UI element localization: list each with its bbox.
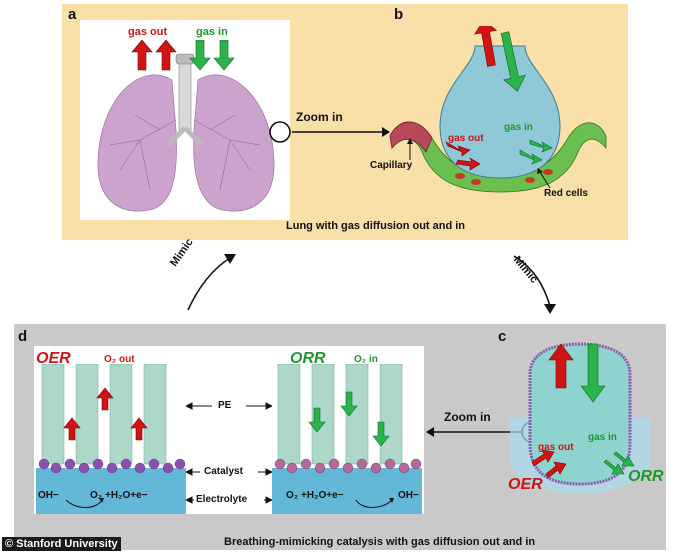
left-eq-products: O₂ +H₂O+e−	[90, 490, 148, 501]
zoom-arrow-a-b	[269, 121, 390, 143]
panel-b-pointer-lines	[407, 138, 551, 189]
oer-electrode	[36, 364, 186, 514]
panel-c-letter: c	[498, 328, 507, 345]
pe-label: PE	[218, 400, 232, 411]
panel-d-letter: d	[18, 328, 28, 345]
orr-electrode	[272, 364, 422, 514]
panel-a-arrows	[131, 40, 235, 71]
right-eq-oh: OH−	[398, 490, 419, 501]
capillary-label: Capillary	[370, 160, 413, 171]
left-eq-oh: OH−	[38, 490, 59, 501]
panel-c-gas-in: gas in	[588, 432, 617, 443]
layer-label-arrows	[186, 402, 272, 504]
panel-c-zoom-label: Zoom in	[444, 410, 491, 424]
electrolyte-label: Electrolyte	[196, 494, 248, 505]
mimic-arrow-left	[187, 254, 236, 311]
alveolus-illustration	[389, 26, 607, 193]
lung-illustration	[97, 53, 275, 212]
panel-d-o2-out: O₂ out	[104, 354, 135, 365]
panel-c-orr: ORR	[628, 468, 664, 485]
panel-d-oer: OER	[36, 350, 71, 367]
panel-b-gas-out: gas out	[448, 133, 484, 144]
panel-a-letter: a	[68, 6, 77, 23]
panel-c-bubble	[510, 342, 650, 494]
panel-c-oer: OER	[508, 476, 543, 493]
panel-a-gas-in: gas in	[196, 26, 228, 38]
catalyst-label: Catalyst	[204, 466, 243, 477]
panel-b-letter: b	[394, 6, 404, 23]
panel-d-o2-in: O₂ in	[354, 354, 378, 365]
mimic-arrow-right	[513, 255, 556, 314]
panel-a-gas-out: gas out	[128, 26, 168, 38]
panel-b-gas-in: gas in	[504, 122, 533, 133]
red-cells-label: Red cells	[544, 188, 588, 199]
panel-d-orr: ORR	[290, 350, 326, 367]
top-caption: Lung with gas diffusion out and in	[286, 220, 466, 232]
credit-label: © Stanford University	[2, 537, 121, 551]
right-eq-products: O₂ +H₂O+e−	[286, 490, 344, 501]
panel-a-zoom-label: Zoom in	[296, 110, 343, 124]
panel-c-gas-out: gas out	[538, 442, 574, 453]
bottom-caption: Breathing-mimicking catalysis with gas d…	[224, 536, 536, 548]
